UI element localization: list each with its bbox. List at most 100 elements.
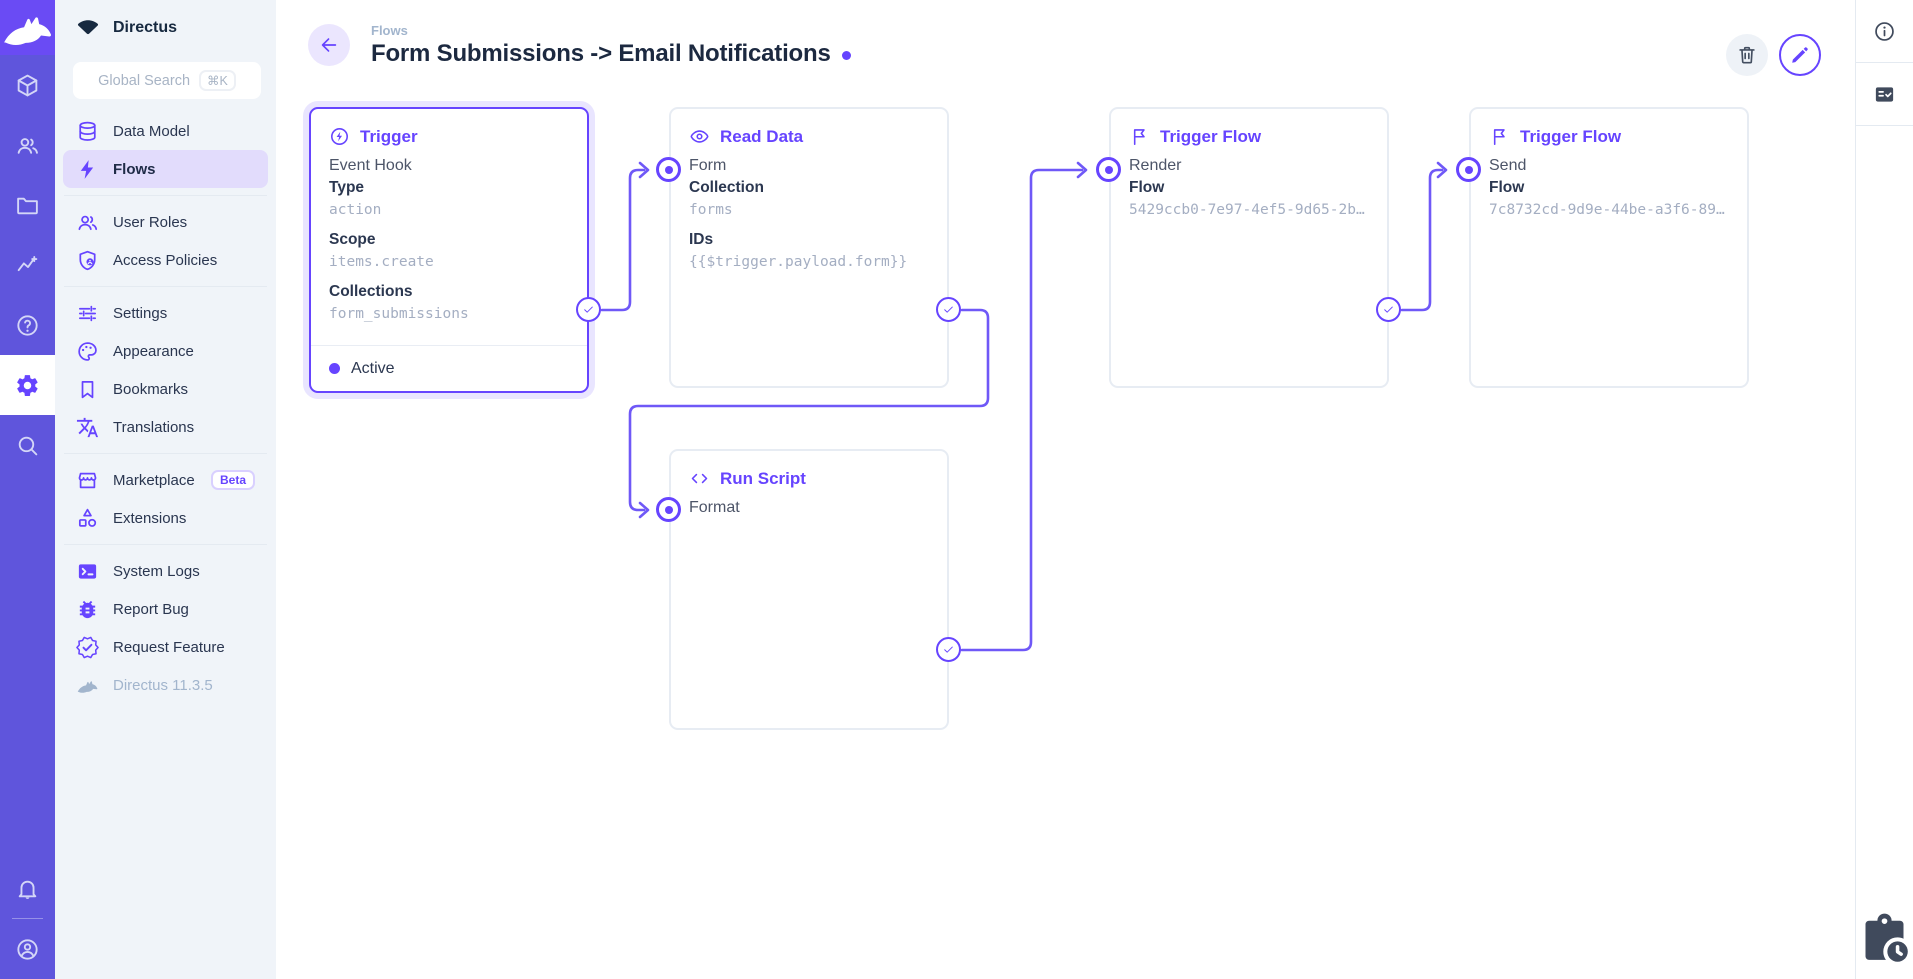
module-files[interactable] — [0, 175, 55, 235]
module-content[interactable] — [0, 55, 55, 115]
folder-icon — [15, 193, 40, 218]
sidebar-item-request-feature[interactable]: Request Feature — [63, 628, 268, 666]
pending-tasks-button[interactable] — [1856, 910, 1913, 967]
title-block: Flows Form Submissions -> Email Notifica… — [371, 23, 851, 68]
rabbit-logo-icon — [0, 0, 55, 55]
sidebar-item-marketplace[interactable]: Marketplace Beta — [63, 461, 268, 499]
field-value: {{$trigger.payload.form}} — [689, 251, 929, 273]
node-run-script[interactable]: Run Script Format — [669, 449, 949, 730]
node-run-script-body: Format — [671, 497, 947, 519]
info-sidebar-button[interactable] — [1856, 0, 1913, 62]
operation-name: Render — [1129, 155, 1369, 177]
port-run-script-input[interactable] — [656, 497, 681, 522]
sidebar-item-extensions[interactable]: Extensions — [63, 499, 268, 537]
directus-logo-button[interactable] — [0, 0, 55, 55]
node-trigger-body: Event Hook Type action Scope items.creat… — [311, 155, 587, 325]
unsaved-indicator-dot — [842, 51, 851, 60]
sidebar-item-label: Marketplace — [113, 472, 195, 489]
version-label: Directus 11.3.5 — [113, 677, 213, 694]
rabbit-version-icon — [76, 674, 99, 697]
wire-run-script-to-render — [962, 170, 1082, 650]
help-icon — [15, 313, 40, 338]
bolt-circle-icon — [329, 126, 350, 147]
sidebar-item-label: System Logs — [113, 563, 200, 580]
nav-divider — [64, 453, 267, 454]
notifications-button[interactable] — [0, 858, 55, 918]
clipboard-clock-icon — [1856, 910, 1913, 967]
port-read-data-resolve[interactable] — [936, 297, 961, 322]
module-docs[interactable] — [0, 295, 55, 355]
module-insights[interactable] — [0, 235, 55, 295]
node-trigger-flow-render-header: Trigger Flow — [1111, 109, 1387, 155]
main-content: Flows Form Submissions -> Email Notifica… — [276, 0, 1855, 979]
sidebar-item-bookmarks[interactable]: Bookmarks — [63, 370, 268, 408]
sidebar-item-flows[interactable]: Flows — [63, 150, 268, 188]
port-trigger-resolve[interactable] — [576, 297, 601, 322]
sidebar-item-system-logs[interactable]: System Logs — [63, 552, 268, 590]
port-trigger-flow-send-input[interactable] — [1456, 157, 1481, 182]
field-value: 7c8732cd-9d9e-44be-a3f6-89… — [1489, 199, 1729, 221]
node-trigger-flow-send[interactable]: Trigger Flow Send Flow 7c8732cd-9d9e-44b… — [1469, 107, 1749, 388]
field-label: Collections — [329, 281, 569, 303]
insights-icon — [15, 253, 40, 278]
module-settings[interactable] — [0, 355, 55, 415]
module-search[interactable] — [0, 415, 55, 475]
flow-canvas[interactable]: Trigger Event Hook Type action Scope ite… — [276, 90, 1855, 979]
sidebar-item-label: Extensions — [113, 510, 186, 527]
database-icon — [76, 120, 99, 143]
tune-icon — [76, 302, 99, 325]
trigger-status-footer: Active — [311, 345, 587, 391]
node-read-data[interactable]: Read Data Form Collection forms IDs {{$t… — [669, 107, 949, 388]
global-search-input[interactable]: Global Search ⌘K — [73, 62, 261, 99]
users-icon — [15, 133, 40, 158]
fact-check-icon — [1873, 83, 1896, 106]
user-roles-icon — [76, 211, 99, 234]
sidebar-item-user-roles[interactable]: User Roles — [63, 203, 268, 241]
node-read-data-body: Form Collection forms IDs {{$trigger.pay… — [671, 155, 947, 273]
user-menu-button[interactable] — [0, 919, 55, 979]
port-read-data-input[interactable] — [656, 157, 681, 182]
sidebar-item-data-model[interactable]: Data Model — [63, 112, 268, 150]
node-trigger-flow-send-body: Send Flow 7c8732cd-9d9e-44be-a3f6-89… — [1471, 155, 1747, 221]
page-title: Form Submissions -> Email Notifications — [371, 40, 851, 68]
sidebar-item-label: Access Policies — [113, 252, 217, 269]
sidebar-item-access-policies[interactable]: Access Policies — [63, 241, 268, 279]
field-label: Flow — [1129, 177, 1369, 199]
node-trigger[interactable]: Trigger Event Hook Type action Scope ite… — [309, 107, 589, 393]
sidebar-item-appearance[interactable]: Appearance — [63, 332, 268, 370]
field-label: Collection — [689, 177, 929, 199]
port-trigger-flow-render-input[interactable] — [1096, 157, 1121, 182]
field-label: Type — [329, 177, 569, 199]
cube-icon — [15, 73, 40, 98]
port-trigger-flow-render-resolve[interactable] — [1376, 297, 1401, 322]
palette-icon — [76, 340, 99, 363]
node-trigger-flow-render[interactable]: Trigger Flow Render Flow 5429ccb0-7e97-4… — [1109, 107, 1389, 388]
node-type-label: Trigger — [360, 127, 418, 147]
sidebar-item-settings[interactable]: Settings — [63, 294, 268, 332]
sidebar-version: Directus 11.3.5 — [63, 666, 268, 704]
sidebar-item-report-bug[interactable]: Report Bug — [63, 590, 268, 628]
back-button[interactable] — [308, 24, 350, 66]
port-run-script-resolve[interactable] — [936, 637, 961, 662]
wire-trigger-to-read-data — [602, 170, 644, 310]
sidebar-item-translations[interactable]: Translations — [63, 408, 268, 446]
node-type-label: Run Script — [720, 469, 806, 489]
node-trigger-header: Trigger — [311, 109, 587, 155]
beta-badge: Beta — [211, 470, 255, 490]
project-header[interactable]: Directus — [55, 0, 276, 55]
active-status-dot — [329, 363, 340, 374]
sidebar-item-label: Flows — [113, 161, 156, 178]
badge-check-icon — [76, 636, 99, 659]
check-icon — [942, 303, 955, 316]
nav-divider — [64, 286, 267, 287]
sidebar-item-label: Request Feature — [113, 639, 225, 656]
flag-icon — [1489, 126, 1510, 147]
extensions-icon — [76, 507, 99, 530]
shield-user-icon — [76, 249, 99, 272]
flag-icon — [1129, 126, 1150, 147]
module-users[interactable] — [0, 115, 55, 175]
nav-divider — [64, 195, 267, 196]
logs-sidebar-button[interactable] — [1856, 63, 1913, 125]
field-value: items.create — [329, 251, 569, 273]
